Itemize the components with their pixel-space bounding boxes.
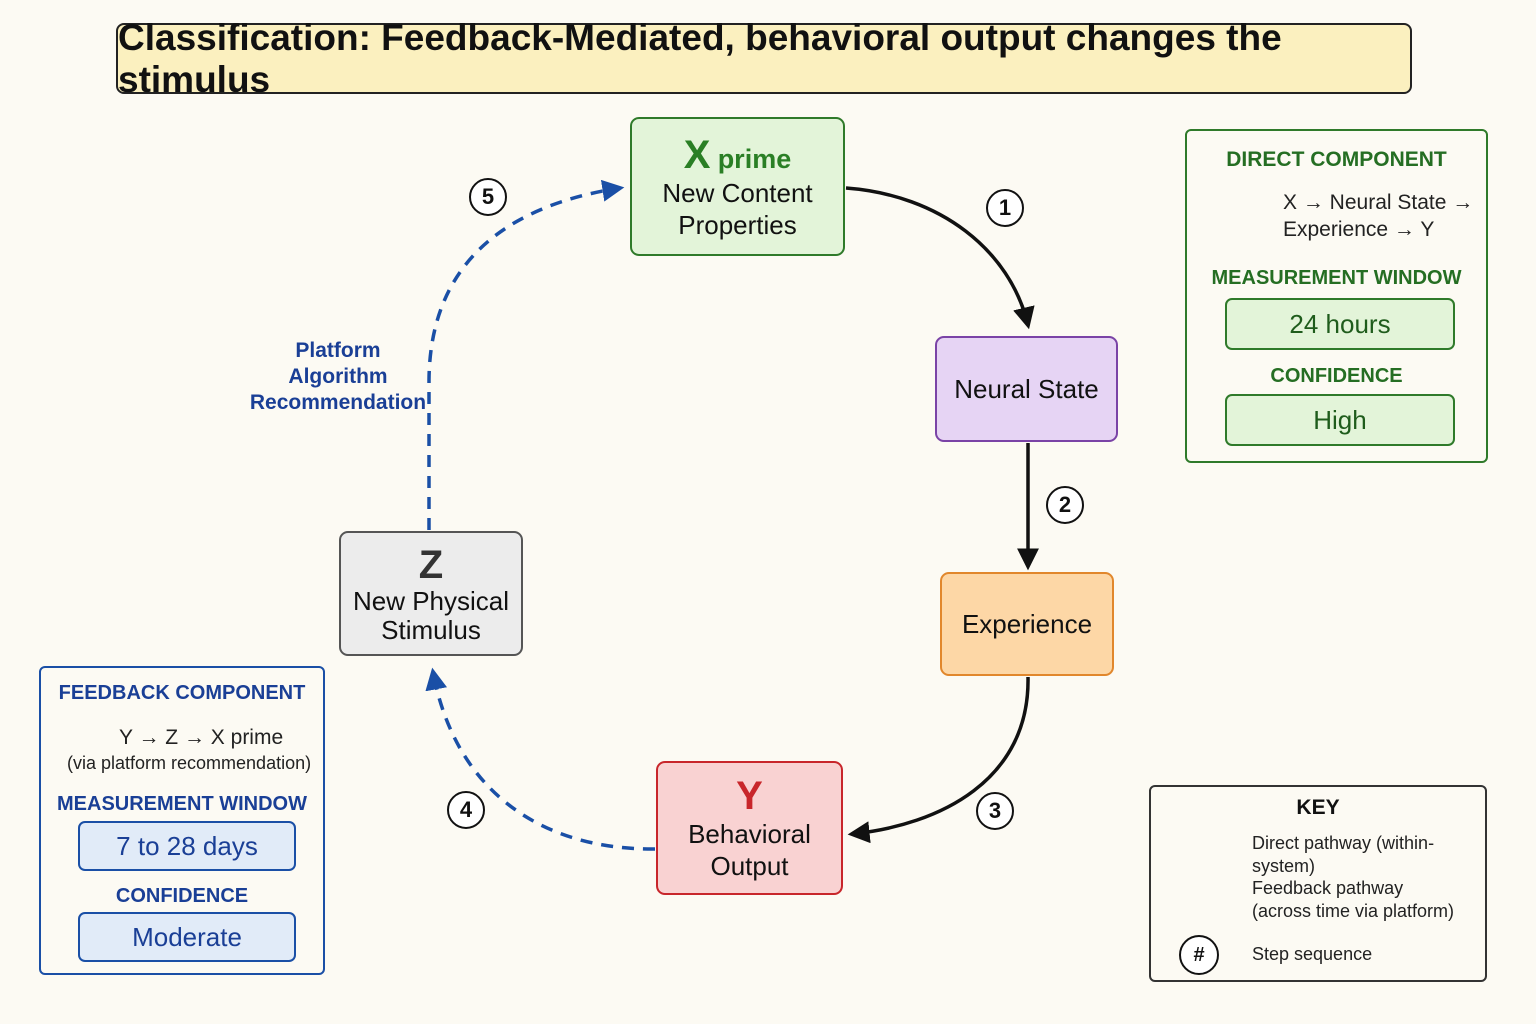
direct-path-line1: X → Neural State → [1283,191,1474,214]
feedback-path-line2: (via platform recommendation) [67,753,312,773]
key-feedback-line1: Feedback pathway [1252,878,1404,898]
step-marker-5: 5 [469,178,507,216]
feedback-path-line1: Y → Z → X prime [119,726,284,749]
direct-window-heading: MEASUREMENT WINDOW [1211,267,1462,289]
arrow-step-1 [845,186,1035,330]
step-marker-4: 4 [447,791,485,829]
platform-label-line3: Recommendation [249,391,427,414]
node-neural-state: Neural State [935,336,1118,442]
platform-algorithm-label: Platform Algorithm Recommendation [248,338,428,416]
node-x-prime: X prime New Content Properties [630,117,845,256]
direct-window-value: 24 hours [1225,298,1455,350]
platform-label-line2: Algorithm [288,365,388,388]
feedback-window-value: 7 to 28 days [78,821,296,871]
y-label-line2: Output [710,851,789,881]
direct-panel-heading: DIRECT COMPONENT [1226,148,1447,171]
step-marker-1: 1 [986,189,1024,227]
z-letter: Z [418,542,444,587]
platform-label-line1: Platform [295,339,381,362]
arrow-step-5 [427,179,625,530]
y-label-line1: Behavioral [688,819,811,849]
node-z-new-physical-stimulus: Z New Physical Stimulus [339,531,523,656]
key-direct-label: Direct pathway (within-system) [1252,833,1435,876]
x-prime-heading: X prime [684,133,791,177]
direct-confidence-heading: CONFIDENCE [1270,365,1403,387]
node-experience: Experience [940,572,1114,676]
arrow-step-3 [847,676,1030,844]
step-marker-3: 3 [976,792,1014,830]
diagram-title: Classification: Feedback-Mediated, behav… [118,16,1282,100]
feedback-component-panel: FEEDBACK COMPONENT Y → Z → X prime (via … [39,666,325,975]
neural-state-label: Neural State [954,374,1099,404]
key-feedback-line2: (across time via platform) [1252,901,1455,921]
direct-confidence-value: High [1225,394,1455,446]
z-label-line2: Stimulus [381,614,481,645]
direct-path-line2: Experience → Y [1283,218,1435,241]
node-y-behavioral-output: Y Behavioral Output [656,761,843,895]
step-marker-2: 2 [1046,486,1084,524]
key-step-label: Step sequence [1252,944,1373,964]
x-prime-suffix: prime [717,143,792,174]
feedback-panel-heading: FEEDBACK COMPONENT [58,682,306,704]
x-letter: X [683,132,711,177]
direct-component-panel: DIRECT COMPONENT X → Neural State → Expe… [1185,129,1488,463]
x-prime-label-line1: New Content [662,177,813,208]
arrow-step-4 [425,667,656,851]
feedback-confidence-value: Moderate [78,912,296,962]
key-step-symbol: # [1179,935,1219,975]
y-letter: Y [736,774,763,818]
key-heading: KEY [1296,796,1340,819]
feedback-window-heading: MEASUREMENT WINDOW [57,793,307,815]
key-panel: KEY Direct pathway (within-system) Feedb… [1149,785,1487,982]
title-banner: Classification: Feedback-Mediated, behav… [116,17,1412,100]
experience-label: Experience [961,609,1093,639]
x-prime-label-line2: Properties [678,209,797,240]
feedback-confidence-heading: CONFIDENCE [115,885,249,907]
z-label-line1: New Physical [352,585,510,616]
